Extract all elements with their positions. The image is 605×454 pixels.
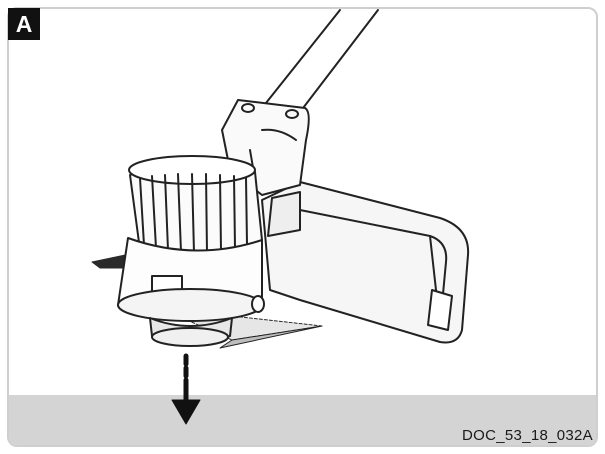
grass-guard: [261, 181, 470, 344]
ground-band: [9, 395, 596, 445]
down-arrow-icon: [171, 353, 201, 425]
trimmer-head: [117, 237, 265, 347]
panel-label: A: [8, 8, 40, 40]
trimmer-shaft: [261, 9, 379, 113]
document-code: DOC_53_18_032A: [462, 427, 593, 444]
figure-frame: [7, 7, 598, 447]
motor-housing: [128, 155, 263, 256]
